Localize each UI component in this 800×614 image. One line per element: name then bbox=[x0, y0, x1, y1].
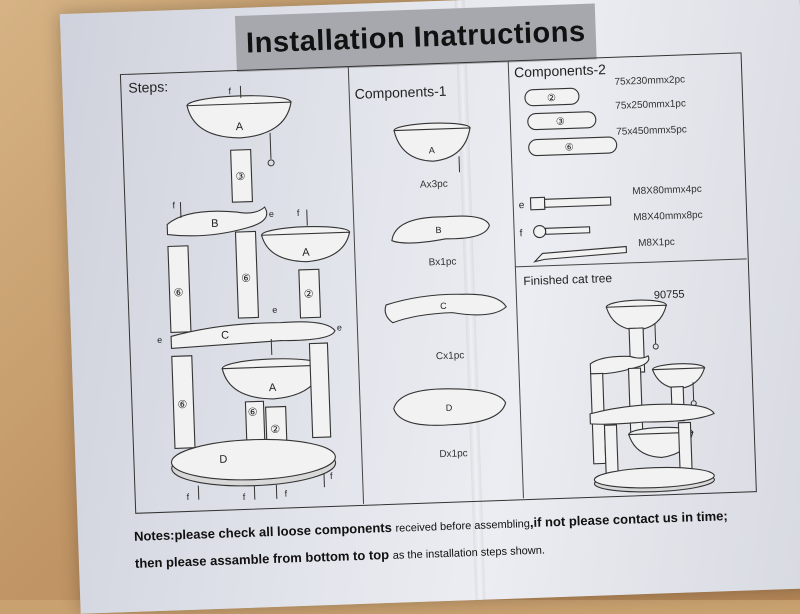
svg-text:③: ③ bbox=[556, 117, 565, 128]
component-base-d: D bbox=[389, 381, 511, 435]
step-post-mark-2: ⑥ bbox=[173, 287, 183, 299]
step-bowl-lower bbox=[222, 357, 323, 400]
step-label-d: D bbox=[219, 454, 227, 466]
instruction-sheet: Installation Inatructions Steps: A f ③ B… bbox=[60, 0, 800, 614]
step-post-mark-1: ③ bbox=[235, 171, 245, 183]
step-label-a-top: A bbox=[236, 121, 244, 133]
components2-heading: Components-2 bbox=[514, 61, 606, 80]
screw-mark-3: e bbox=[269, 209, 274, 219]
svg-text:D: D bbox=[446, 403, 453, 413]
component-platform-b: B bbox=[385, 207, 496, 251]
svg-text:⑥: ⑥ bbox=[565, 142, 574, 153]
screw-mark-9: f bbox=[243, 492, 246, 502]
finished-cat-tree-illustration bbox=[570, 281, 747, 497]
tube-2: ② bbox=[521, 83, 602, 110]
step-post-mark-3: ⑥ bbox=[241, 273, 251, 285]
step-post-mark-6: ⑥ bbox=[248, 406, 258, 418]
component-platform-c: C bbox=[382, 289, 513, 334]
steps-diagram: A f ③ B f e ⑥ ⑥ f A ② e C e e bbox=[122, 68, 363, 512]
step-label-a-lower: A bbox=[269, 382, 277, 394]
screw-mark-4: f bbox=[297, 208, 300, 218]
bolt-f: f bbox=[517, 218, 628, 242]
step-post-mark-5: ⑥ bbox=[177, 399, 187, 411]
screw-mark-5: e bbox=[272, 305, 277, 315]
screw-mark-1: f bbox=[228, 86, 231, 96]
screw-mark-10: f bbox=[284, 488, 287, 498]
component-a-caption: Ax3pc bbox=[420, 179, 448, 191]
component-d-caption: Dx1pc bbox=[439, 448, 468, 460]
svg-text:e: e bbox=[519, 200, 525, 211]
screw-mark-8: f bbox=[187, 492, 190, 502]
screw-mark-7: e bbox=[337, 322, 342, 332]
step-post-mark-4: ② bbox=[304, 288, 314, 300]
screw-mark-2: f bbox=[172, 200, 175, 210]
step-post-lower-right bbox=[309, 343, 330, 438]
components1-heading: Components-1 bbox=[354, 83, 446, 102]
screw-mark-11: f bbox=[330, 471, 333, 481]
component-bowl-a: A bbox=[384, 117, 486, 180]
svg-text:B: B bbox=[435, 225, 441, 235]
page-title: Installation Inatructions bbox=[246, 15, 587, 60]
component-c-caption: Cx1pc bbox=[436, 350, 465, 362]
notes-block: Notes:please check all loose components … bbox=[134, 501, 785, 578]
svg-text:A: A bbox=[429, 145, 435, 155]
allen-key-spec: M8X1pc bbox=[638, 237, 675, 249]
step-post-mark-7: ② bbox=[270, 424, 280, 436]
svg-text:②: ② bbox=[547, 93, 556, 104]
step-label-c: C bbox=[221, 329, 229, 341]
tube-3: ③ bbox=[523, 107, 614, 134]
svg-text:C: C bbox=[440, 301, 447, 311]
svg-text:f: f bbox=[520, 228, 523, 239]
step-base-d bbox=[171, 437, 337, 489]
allen-key bbox=[530, 242, 641, 266]
screw-mark-6: e bbox=[157, 335, 162, 345]
component-b-caption: Bx1pc bbox=[428, 256, 456, 268]
step-label-b: B bbox=[211, 218, 219, 230]
bolt-e: e bbox=[516, 190, 627, 214]
tube-6: ⑥ bbox=[524, 133, 625, 160]
step-label-a-side: A bbox=[302, 247, 310, 259]
